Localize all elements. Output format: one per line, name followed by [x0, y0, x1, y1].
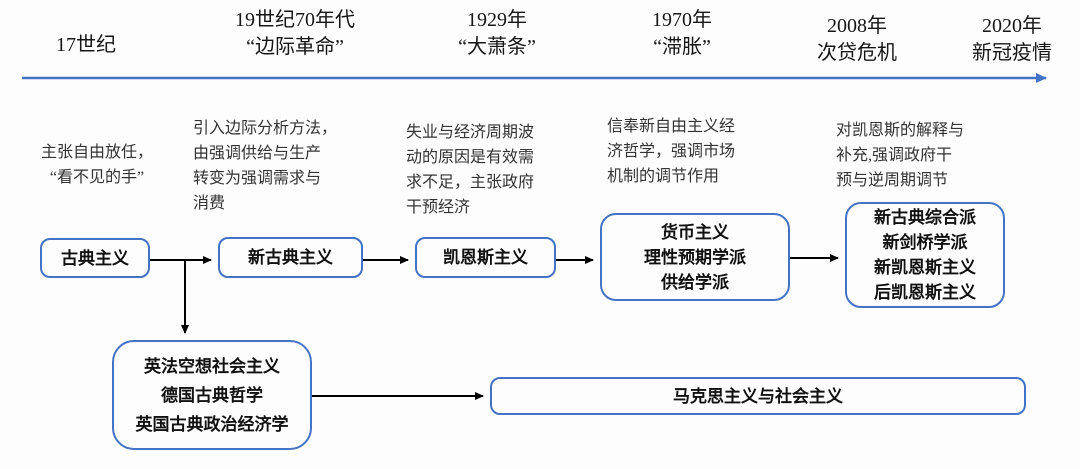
era-year: 2008年 [827, 15, 887, 37]
desc-neoclassical: 引入边际分析方法， 由强调供给与生产 转变为强调需求与 消费 [193, 120, 338, 212]
era-label-subprime-crisis: 2008年 次贷危机 [817, 13, 897, 67]
desc-neoliberal: 信奉新自由主义经 济哲学，强调市场 机制的调节作用 [607, 118, 736, 185]
box-monetarism-group: 货币主义 理性预期学派 供给学派 [600, 213, 790, 301]
era-year: 1929年 [466, 9, 527, 31]
era-year: 17世纪 [56, 34, 116, 56]
era-label-covid-pandemic: 2020年 新冠疫情 [972, 13, 1052, 67]
era-year: 19世纪70年代 [235, 9, 355, 31]
desc-post-keynes: 对凯恩斯的解释与 补充,强调政府干 预与逆周期调节 [836, 122, 965, 189]
box-marxism: 马克思主义与社会主义 [490, 377, 1026, 415]
era-event: 次贷危机 [817, 42, 897, 64]
box-synthesis-group: 新古典综合派 新剑桥学派 新凯恩斯主义 后凯恩斯主义 [845, 202, 1005, 308]
box-keynesian: 凯恩斯主义 [415, 237, 556, 278]
box-classical: 古典主义 [40, 238, 150, 278]
box-neoclassical: 新古典主义 [218, 237, 363, 278]
era-event: “边际革命” [246, 36, 344, 58]
era-event: “大萧条” [458, 36, 536, 58]
era-event: “滞胀” [653, 36, 711, 58]
era-label-17th-century: 17世纪 [56, 32, 116, 59]
era-label-stagflation: 1970年 “滞胀” [652, 7, 712, 61]
era-year: 1970年 [652, 9, 712, 31]
era-label-great-depression: 1929年 “大萧条” [458, 7, 536, 61]
era-year: 2020年 [982, 15, 1042, 37]
era-event: 新冠疫情 [972, 42, 1052, 64]
desc-keynesian: 失业与经济周期波 动的原因是有效需 求不足，主张政府 干预经济 [406, 124, 535, 216]
box-socialism-origins: 英法空想社会主义 德国古典哲学 英国古典政治经济学 [112, 340, 312, 450]
desc-classical: 主张自由放任， “看不见的手” [40, 144, 154, 186]
era-label-marginal-revolution: 19世纪70年代 “边际革命” [235, 7, 355, 61]
